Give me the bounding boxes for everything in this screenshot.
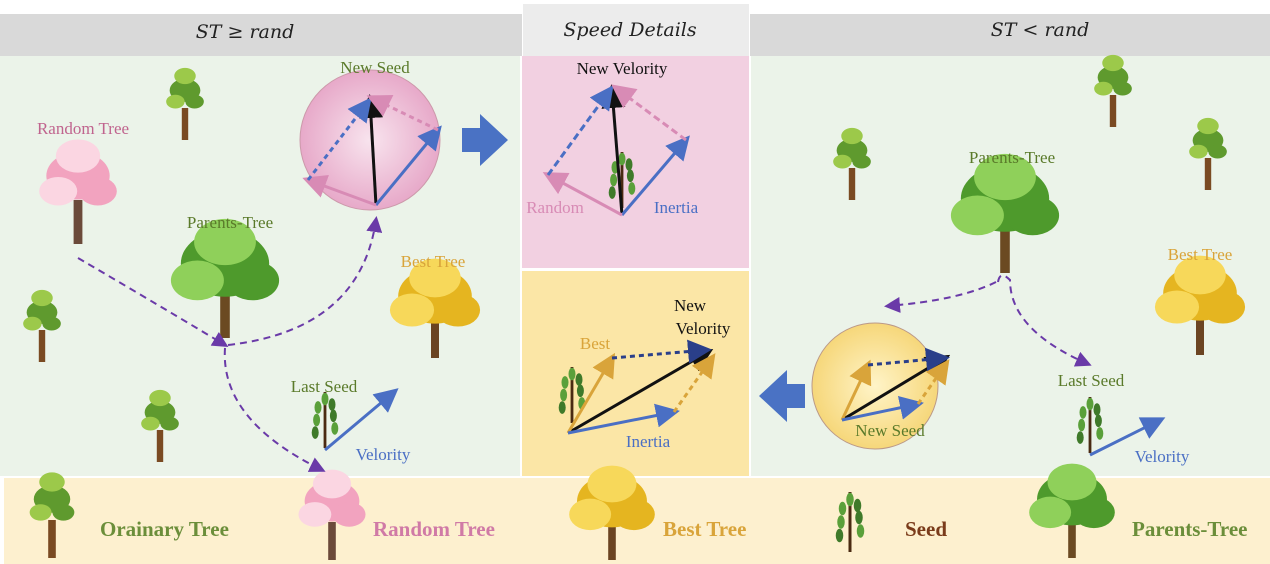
parents-tree-icon: [950, 153, 1060, 273]
middle-top-vectors: [542, 84, 690, 217]
seed-tree-icon: [835, 492, 865, 552]
header-middle-bg: [523, 4, 749, 56]
label-new-seed-right: New Seed: [855, 421, 925, 440]
best-tree-icon: [569, 465, 655, 560]
label-new: New: [674, 296, 707, 315]
label-inertia-bottom: Inertia: [626, 432, 671, 451]
seed-tree-icon: [558, 367, 586, 423]
label-inertia-top: Inertia: [654, 198, 699, 217]
legend-parents-tree: Parents-Tree: [1132, 517, 1247, 541]
header-left-bg: [0, 14, 522, 56]
ordinary-tree-icon: [1189, 117, 1227, 190]
label-random: Random: [526, 198, 584, 217]
header-middle: Speed Details: [563, 19, 696, 41]
ordinary-tree-icon: [166, 67, 204, 140]
random-tree-icon: [298, 469, 366, 560]
label-velocity: Velority: [356, 445, 411, 464]
legend-best-tree: Best Tree: [663, 517, 746, 541]
label-parents-tree: Parents-Tree: [187, 213, 273, 232]
right-vectors: [840, 274, 1166, 457]
legend-random-tree: Random Tree: [373, 517, 495, 541]
label-new-seed: New Seed: [340, 58, 410, 77]
label-new-velocity: New Velority: [577, 59, 668, 78]
best-tree-icon: [389, 258, 481, 358]
label-velocity-right: Velority: [1135, 447, 1190, 466]
ordinary-tree-icon: [29, 472, 75, 558]
ordinary-tree-icon: [1094, 54, 1132, 127]
label-velocity-new: Velority: [676, 319, 731, 338]
seed-tree-icon: [1076, 397, 1104, 453]
header-right-bg: [750, 14, 1270, 56]
ordinary-tree-icon: [141, 389, 179, 462]
label-last-seed-right: Last Seed: [1058, 371, 1125, 390]
random-tree-icon: [39, 139, 117, 244]
ordinary-tree-icon: [23, 289, 61, 362]
arrow-left-icon: [759, 370, 805, 422]
arrow-right-icon: [462, 114, 508, 166]
header-right: ST < rand: [991, 19, 1090, 41]
parents-tree-icon: [170, 218, 280, 338]
label-random-tree: Random Tree: [37, 119, 129, 138]
legend-seed: Seed: [905, 517, 947, 541]
new-seed-circle: [299, 69, 441, 211]
label-best-tree-right: Best Tree: [1168, 245, 1233, 264]
label-last-seed: Last Seed: [291, 377, 358, 396]
legend-ordinary-tree: Orainary Tree: [100, 517, 229, 541]
label-parents-tree-right: Parents-Tree: [969, 148, 1055, 167]
seed-tree-icon: [311, 392, 339, 448]
seed-tree-icon: [608, 152, 636, 208]
left-vectors: [77, 94, 442, 472]
ordinary-tree-icon: [833, 127, 871, 200]
parents-tree-icon: [1029, 463, 1115, 558]
label-best-tree: Best Tree: [401, 252, 466, 271]
label-best: Best: [580, 334, 611, 353]
best-tree-icon: [1154, 255, 1246, 355]
header-left: ST ≥ rand: [196, 21, 295, 43]
middle-bottom-vectors: [566, 339, 716, 435]
